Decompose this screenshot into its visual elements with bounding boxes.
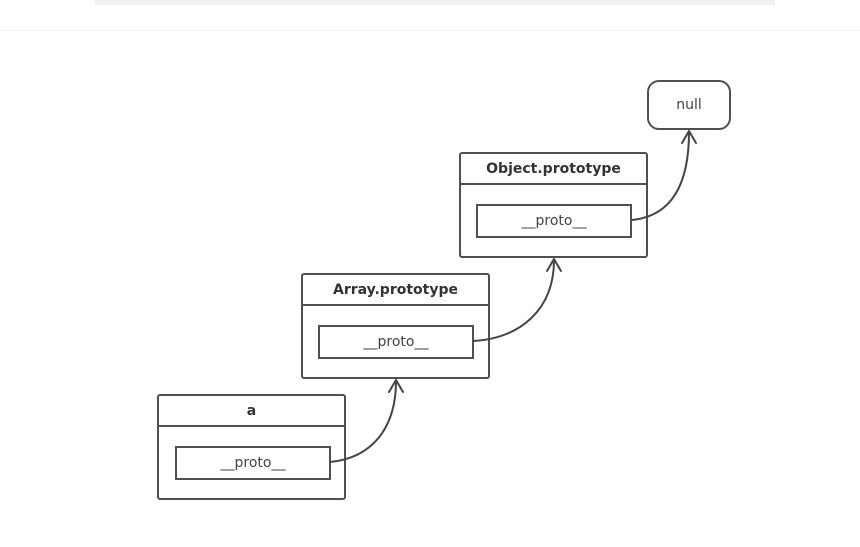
array-prototype-proto-field: __proto__ xyxy=(318,325,474,359)
null-node: null xyxy=(647,80,731,130)
object-prototype-title: Object.prototype xyxy=(461,154,646,185)
object-a-proto-field: __proto__ xyxy=(175,446,331,480)
object-a-box: a __proto__ xyxy=(157,394,346,500)
arrowhead-array-prototype xyxy=(388,379,404,393)
object-a-title: a xyxy=(159,396,344,427)
link-object-prototype-to-null xyxy=(631,131,690,221)
top-divider xyxy=(0,0,860,31)
link-a-to-array-prototype xyxy=(329,380,397,463)
arrowhead-null xyxy=(681,130,697,144)
object-prototype-proto-field: __proto__ xyxy=(476,204,632,238)
top-strip xyxy=(95,0,775,5)
link-array-prototype-to-object-prototype xyxy=(473,259,555,342)
array-prototype-title: Array.prototype xyxy=(303,275,488,306)
arrowhead-object-prototype xyxy=(546,258,562,272)
object-prototype-box: Object.prototype __proto__ xyxy=(459,152,648,258)
array-prototype-box: Array.prototype __proto__ xyxy=(301,273,490,379)
